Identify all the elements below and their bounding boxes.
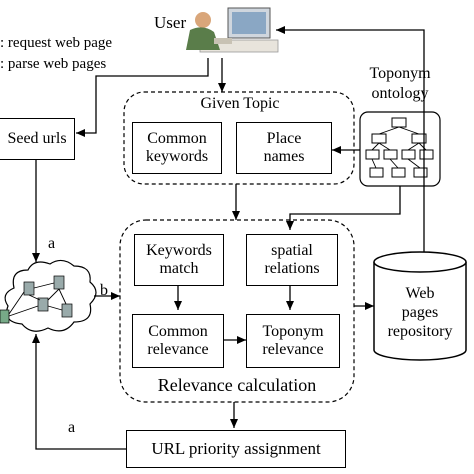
common-keywords-line2: keywords bbox=[145, 148, 209, 165]
ontology-label-1: Toponym bbox=[369, 65, 431, 82]
repository-line3: repository bbox=[387, 323, 453, 341]
spatial-relations-box: spatial relations bbox=[246, 234, 338, 286]
place-names-box: Place names bbox=[236, 122, 332, 174]
user-computer-icon bbox=[186, 7, 279, 53]
legend-parse: : parse web pages bbox=[0, 56, 107, 72]
url-priority-label: URL priority assignment bbox=[151, 439, 321, 458]
given-topic-container bbox=[123, 91, 355, 185]
ontology-tree-icon bbox=[359, 111, 441, 187]
ontology-label-2: ontology bbox=[371, 85, 429, 102]
spatial-relations-line2: relations bbox=[264, 260, 320, 277]
repository-label: Web pages repository bbox=[378, 284, 462, 342]
place-names-line2: names bbox=[263, 148, 305, 165]
seed-urls-box: Seed urls bbox=[0, 118, 75, 160]
keywords-match-box: Keywords match bbox=[134, 234, 224, 286]
edge-label-b: b bbox=[100, 282, 108, 299]
repository-cylinder-icon bbox=[373, 251, 467, 361]
relevance-calc-label: Relevance calculation bbox=[157, 375, 317, 395]
common-keywords-line1: Common bbox=[147, 130, 207, 147]
edge-label-a-top: a bbox=[48, 235, 56, 252]
user-label: User bbox=[154, 13, 187, 32]
seed-urls-label: Seed urls bbox=[7, 130, 67, 147]
keywords-match-line1: Keywords bbox=[146, 242, 212, 259]
common-keywords-box: Common keywords bbox=[132, 122, 222, 174]
repository-line1: Web bbox=[405, 285, 435, 302]
toponym-relevance-box: Toponym relevance bbox=[246, 314, 340, 368]
common-relevance-box: Common relevance bbox=[132, 314, 224, 368]
common-relevance-line2: relevance bbox=[147, 341, 209, 358]
web-graph-cloud-icon bbox=[0, 259, 97, 332]
spatial-relations-line1: spatial bbox=[271, 242, 313, 259]
relevance-container bbox=[119, 219, 355, 403]
repository-line2: pages bbox=[401, 304, 439, 322]
keywords-match-line2: match bbox=[159, 260, 199, 277]
toponym-relevance-line1: Toponym bbox=[262, 323, 324, 340]
connectors bbox=[32, 26, 425, 450]
url-priority-box: URL priority assignment bbox=[126, 430, 346, 468]
edge-label-a-bottom: a bbox=[68, 419, 76, 436]
common-relevance-line1: Common bbox=[148, 323, 208, 340]
legend-request: : request web page bbox=[0, 35, 113, 51]
given-topic-label: Given Topic bbox=[200, 95, 280, 112]
place-names-line1: Place bbox=[266, 130, 302, 147]
toponym-relevance-line2: relevance bbox=[262, 341, 324, 358]
